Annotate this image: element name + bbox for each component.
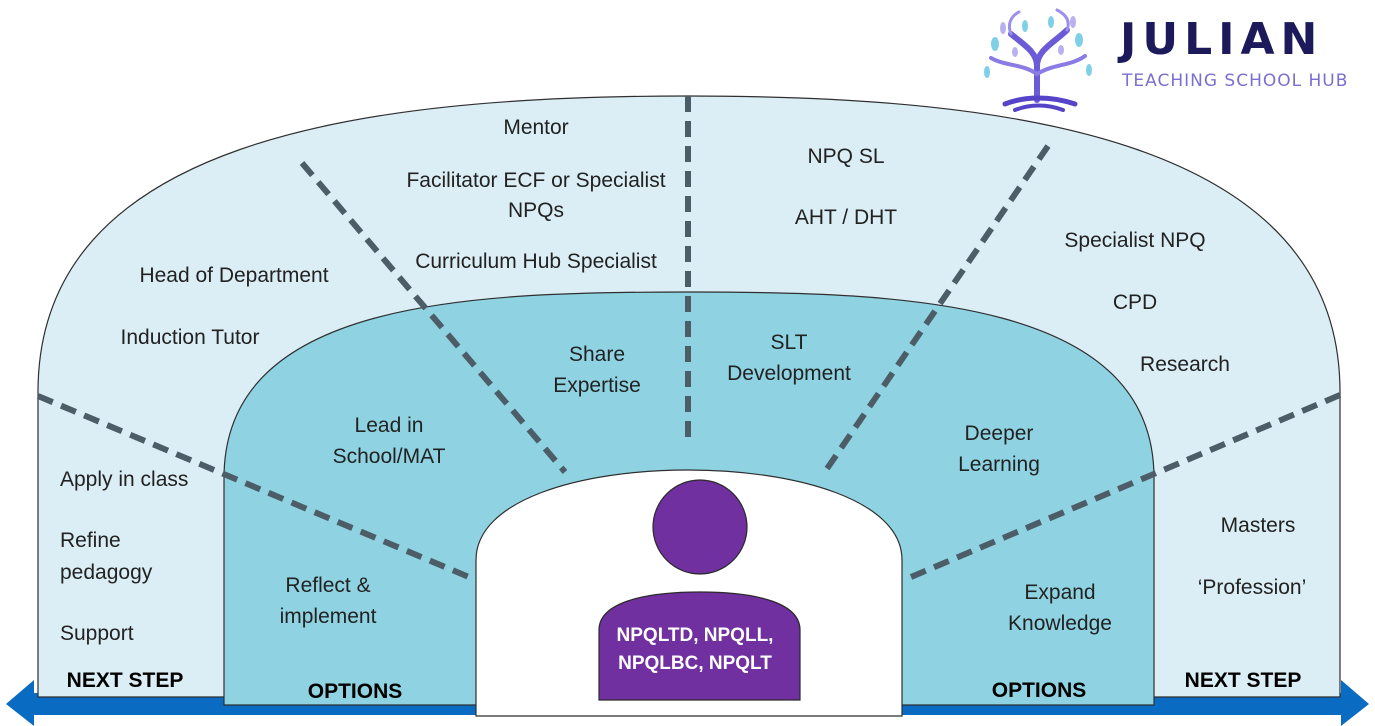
outer-top-right-item: AHT / DHT xyxy=(794,206,898,229)
outer-left-bottom-item: Refine xyxy=(60,529,121,552)
outer-right-bottom-item: Masters xyxy=(1220,514,1296,537)
outer-right-upper-item: Research xyxy=(1140,353,1230,376)
tree-icon xyxy=(984,8,1092,112)
outer-left-upper-item: Head of Department xyxy=(139,264,329,287)
outer-top-left-item: NPQs xyxy=(507,199,565,222)
npq-programmes-label: NPQLTD, NPQLL, NPQLBC, NPQLT xyxy=(616,625,774,674)
logo-subtitle: TEACHING SCHOOL HUB xyxy=(1122,71,1349,91)
options-left-label: OPTIONS xyxy=(307,680,403,703)
outer-right-upper-item: CPD xyxy=(1112,291,1158,314)
inner-right-upper-line: Deeper xyxy=(964,422,1034,445)
segment-dividers xyxy=(36,96,1342,583)
outer-top-right-item: NPQ SL xyxy=(807,145,885,168)
inner-top-left-line: Share xyxy=(568,343,626,366)
outer-left-bottom-item: Apply in class xyxy=(60,468,189,491)
inner-top-right-line: SLT xyxy=(770,331,808,354)
inner-right-bottom-line: Knowledge xyxy=(1008,612,1112,635)
outer-left-upper-item: Induction Tutor xyxy=(120,326,260,349)
outer-right-bottom-item: ‘Profession’ xyxy=(1197,576,1307,599)
next-step-right-label: NEXT STEP xyxy=(1184,669,1302,692)
inner-top-right-line: Development xyxy=(727,362,851,385)
inner-left-bottom-line: Reflect & xyxy=(285,574,371,597)
inner-right-upper-line: Learning xyxy=(958,453,1040,476)
outer-top-left-item: Curriculum Hub Specialist xyxy=(415,250,657,273)
divider-left-low xyxy=(36,393,478,583)
outer-right-upper-item: Specialist NPQ xyxy=(1064,229,1206,252)
outer-top-left-item: Mentor xyxy=(503,116,569,139)
inner-right-bottom-line: Expand xyxy=(1024,581,1096,604)
inner-left-upper-line: Lead in xyxy=(354,414,424,437)
outer-top-left-item: Facilitator ECF or Specialist xyxy=(406,169,666,192)
person-icon xyxy=(598,479,801,701)
inner-top-left-line: Expertise xyxy=(553,374,641,397)
logo-title: JULIAN xyxy=(1120,14,1324,65)
inner-left-bottom-line: implement xyxy=(279,605,377,628)
divider-left-high xyxy=(299,161,568,474)
inner-left-upper-line: School/MAT xyxy=(332,445,446,468)
outer-left-bottom-item: Support xyxy=(60,622,134,645)
options-right-label: OPTIONS xyxy=(991,679,1087,702)
outer-left-bottom-item: pedagogy xyxy=(60,561,153,584)
divider-right-high xyxy=(819,144,1051,478)
divider-right-low xyxy=(902,392,1342,583)
next-step-left-label: NEXT STEP xyxy=(66,669,184,692)
